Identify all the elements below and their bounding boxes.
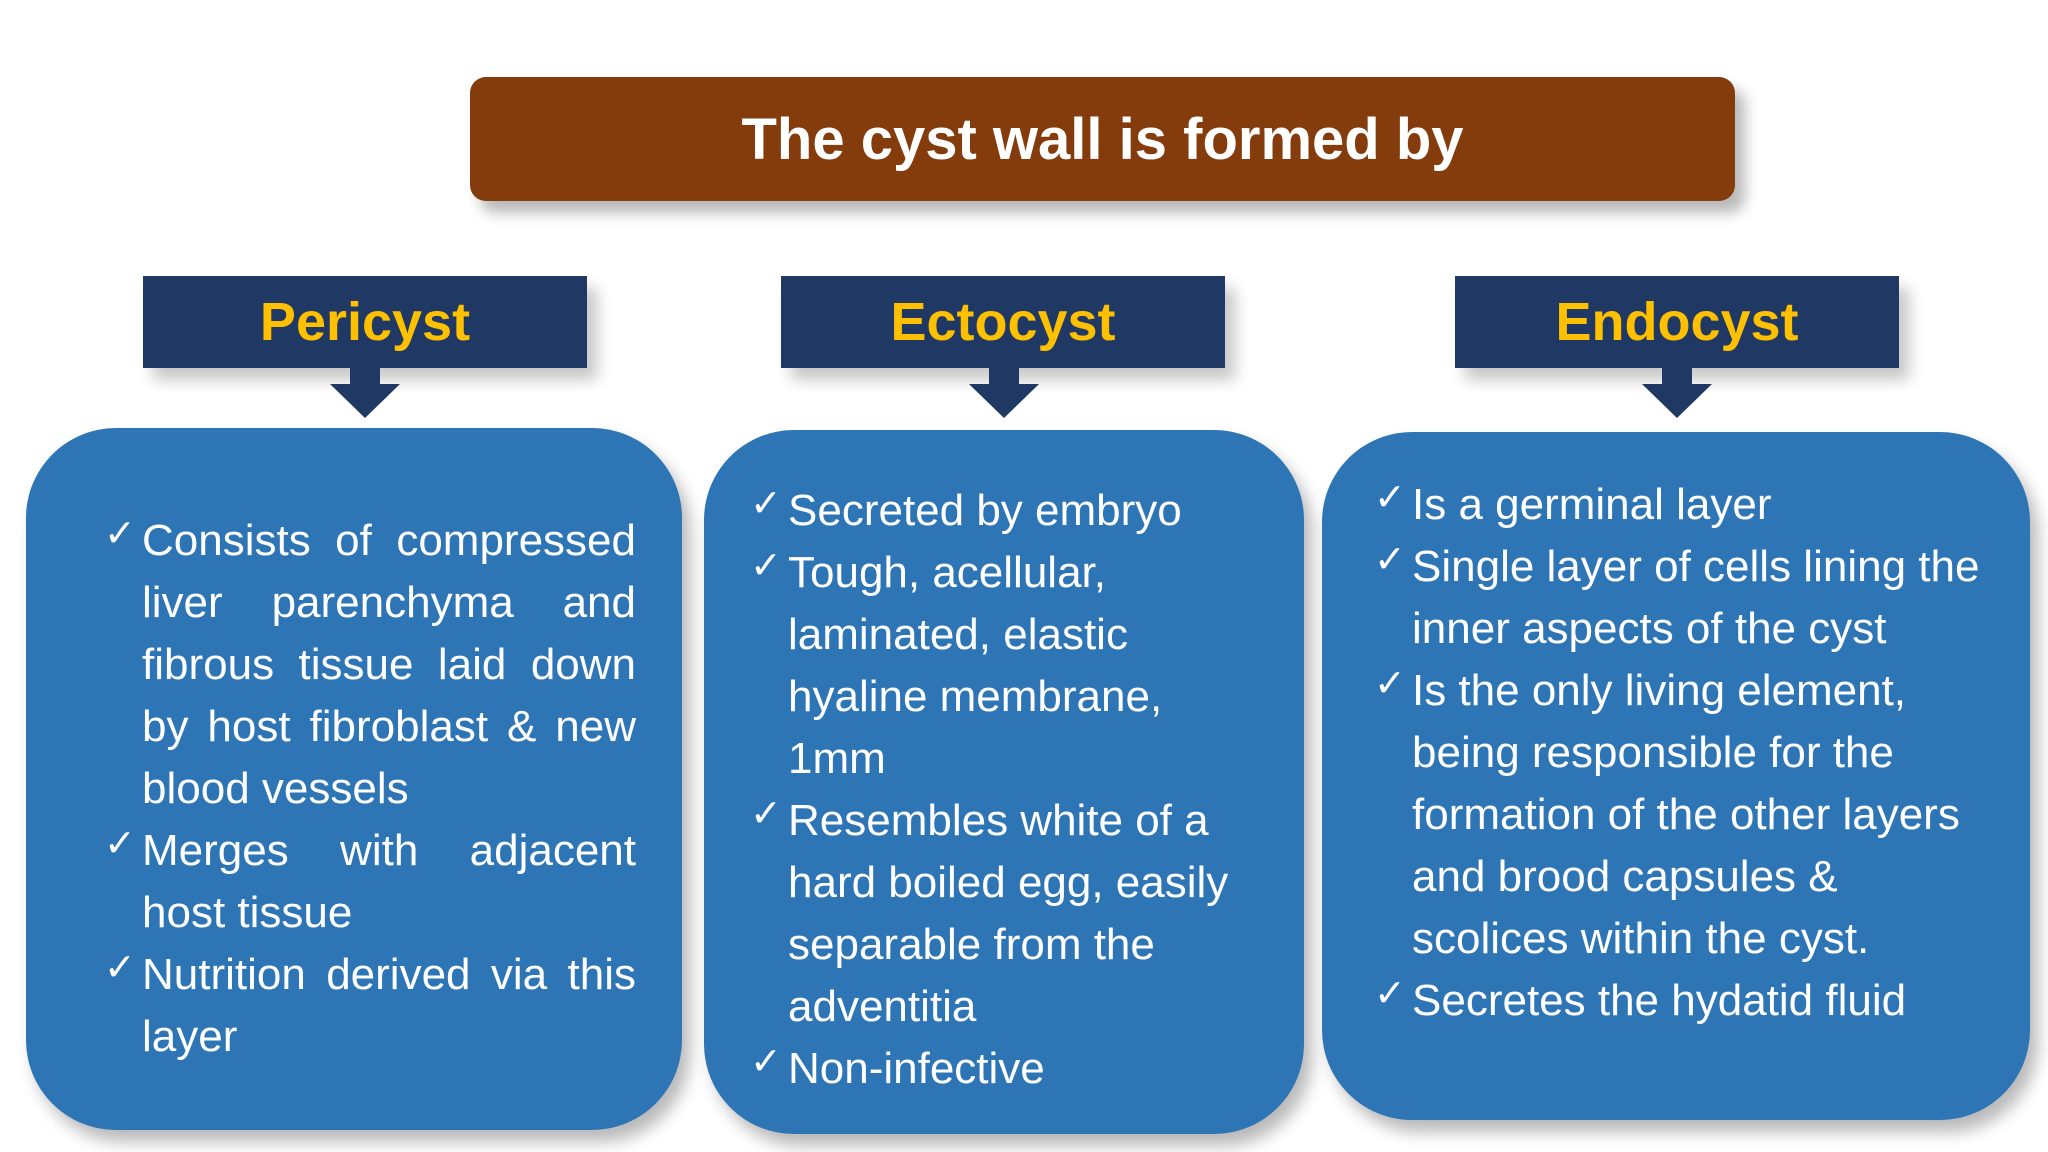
check-icon: ✓ bbox=[1374, 537, 1406, 581]
pericyst-box: ✓Consists of compressed liver parenchyma… bbox=[26, 428, 682, 1130]
check-icon: ✓ bbox=[750, 1039, 782, 1083]
endocyst-header: Endocyst bbox=[1455, 276, 1899, 368]
pericyst-header-label: Pericyst bbox=[259, 292, 471, 352]
title-banner: The cyst wall is formed by bbox=[470, 77, 1735, 201]
endocyst-arrow-icon bbox=[1642, 366, 1712, 418]
diagram-title: The cyst wall is formed by bbox=[741, 106, 1464, 172]
list-item: ✓Merges with adjacent host tissue bbox=[104, 820, 636, 944]
check-icon: ✓ bbox=[750, 791, 782, 835]
check-icon: ✓ bbox=[104, 821, 136, 865]
check-icon: ✓ bbox=[750, 543, 782, 587]
ectocyst-box: ✓Secreted by embryo ✓Tough, acellular, l… bbox=[704, 430, 1304, 1134]
list-item: ✓Non-infective bbox=[750, 1038, 1264, 1100]
ectocyst-header-label: Ectocyst bbox=[890, 292, 1116, 352]
ectocyst-list: ✓Secreted by embryo ✓Tough, acellular, l… bbox=[750, 480, 1264, 1100]
list-item: ✓Consists of compressed liver parenchyma… bbox=[104, 510, 636, 820]
list-item: ✓Is a germinal layer bbox=[1374, 474, 1990, 536]
list-item: ✓Is the only living element, being respo… bbox=[1374, 660, 1990, 970]
list-item: ✓Resembles white of a hard boiled egg, e… bbox=[750, 790, 1264, 1038]
pericyst-arrow-icon bbox=[330, 366, 400, 418]
list-item: ✓Secretes the hydatid fluid bbox=[1374, 970, 1990, 1032]
list-item: ✓Nutrition derived via this layer bbox=[104, 944, 636, 1068]
list-item: ✓Secreted by embryo bbox=[750, 480, 1264, 542]
check-icon: ✓ bbox=[750, 481, 782, 525]
pericyst-list: ✓Consists of compressed liver parenchyma… bbox=[104, 510, 636, 1068]
check-icon: ✓ bbox=[104, 945, 136, 989]
ectocyst-header: Ectocyst bbox=[781, 276, 1225, 368]
endocyst-box: ✓Is a germinal layer ✓Single layer of ce… bbox=[1322, 432, 2030, 1120]
list-item: ✓Tough, acellular, laminated, elastic hy… bbox=[750, 542, 1264, 790]
check-icon: ✓ bbox=[1374, 661, 1406, 705]
list-item: ✓Single layer of cells lining the inner … bbox=[1374, 536, 1990, 660]
check-icon: ✓ bbox=[104, 511, 136, 555]
check-icon: ✓ bbox=[1374, 475, 1406, 519]
endocyst-header-label: Endocyst bbox=[1555, 292, 1799, 352]
endocyst-list: ✓Is a germinal layer ✓Single layer of ce… bbox=[1374, 474, 1990, 1032]
check-icon: ✓ bbox=[1374, 971, 1406, 1015]
pericyst-header: Pericyst bbox=[143, 276, 587, 368]
ectocyst-arrow-icon bbox=[969, 366, 1039, 418]
